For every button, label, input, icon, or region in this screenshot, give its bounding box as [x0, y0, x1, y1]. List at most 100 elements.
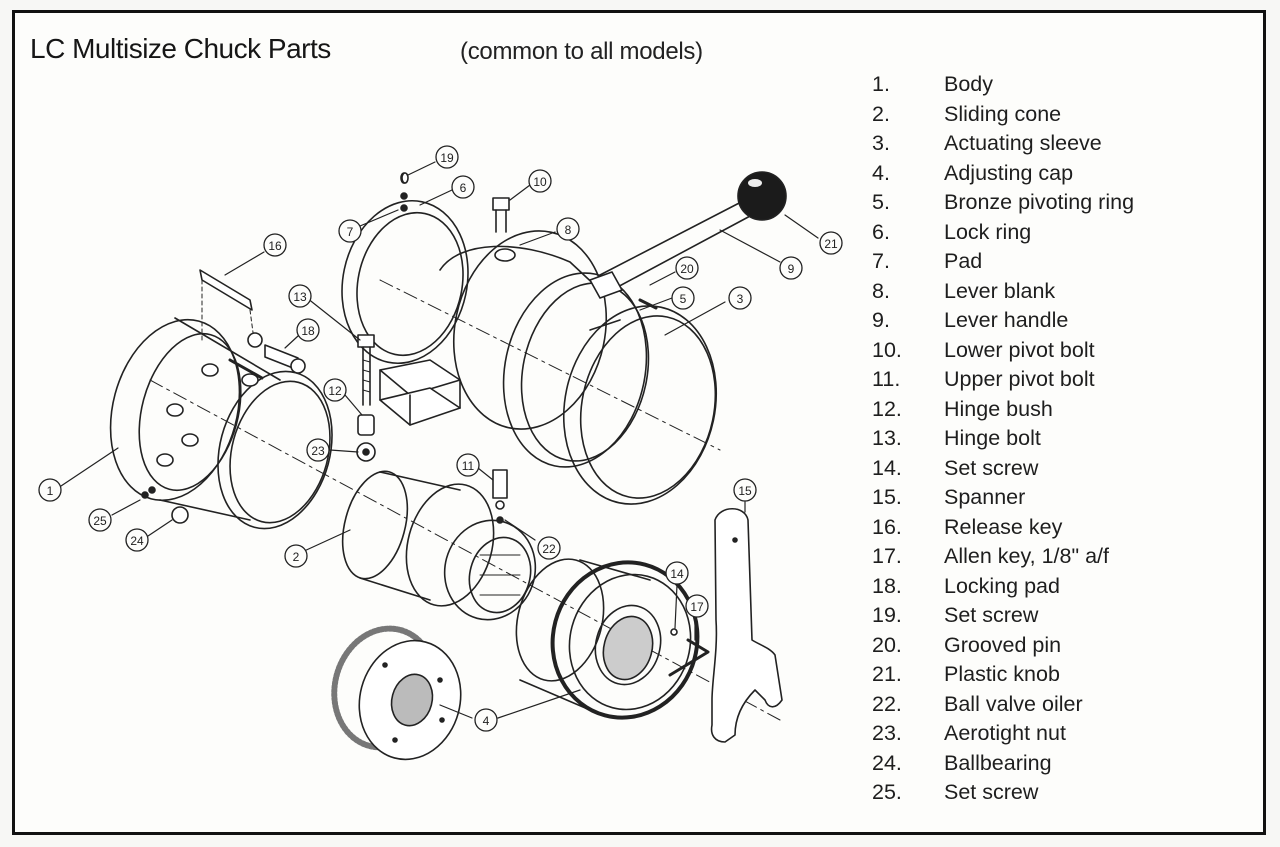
callout-25: 25 [88, 508, 112, 532]
part-number: 12. [872, 396, 902, 421]
part-hinge-bush [357, 414, 375, 436]
callout-label: 15 [738, 484, 752, 498]
parts-list-item: 15.Spanner [872, 483, 1134, 513]
part-locking-pad [247, 332, 306, 374]
part-number: 5. [872, 190, 890, 215]
callout-13: 13 [288, 284, 312, 308]
callout-16: 16 [263, 233, 287, 257]
callout-17: 17 [685, 594, 709, 618]
part-hinge-bolt [357, 334, 375, 406]
part-grooved-pin [638, 298, 658, 310]
part-number: 10. [872, 337, 902, 362]
parts-list-item: 9.Lever handle [872, 306, 1134, 336]
callout-circle [819, 231, 843, 255]
part-number: 22. [872, 691, 902, 716]
callout-circle [733, 478, 757, 502]
callout-19: 19 [435, 145, 459, 169]
callout-label: 19 [440, 151, 454, 165]
part-number: 17. [872, 544, 902, 569]
callout-label: 20 [680, 262, 694, 276]
callout-label: 10 [533, 175, 547, 189]
part-number: 23. [872, 721, 902, 746]
callout-label: 17 [690, 600, 704, 614]
part-name: Spanner [944, 485, 1026, 510]
callout-label: 9 [788, 262, 795, 276]
callout-8: 8 [556, 217, 580, 241]
part-name: Upper pivot bolt [944, 367, 1095, 392]
part-name: Lower pivot bolt [944, 337, 1095, 362]
part-name: Release key [944, 514, 1063, 539]
parts-list-item: 8.Lever blank [872, 277, 1134, 307]
callout-14: 14 [665, 561, 689, 585]
part-number: 14. [872, 455, 902, 480]
callout-circle [451, 175, 475, 199]
parts-list-item: 7. Pad [872, 247, 1134, 277]
callout-label: 14 [670, 567, 684, 581]
part-spanner [710, 507, 783, 743]
callout-circle [456, 453, 480, 477]
parts-list-item: 25.Set screw [872, 778, 1134, 808]
part-number: 8. [872, 278, 890, 303]
part-name: Body [944, 72, 994, 97]
parts-list-item: 20.Grooved pin [872, 631, 1134, 661]
part-number: 9. [872, 308, 890, 333]
parts-list-item: 10. Lower pivot bolt [872, 336, 1134, 366]
parts-list-item: 14. Set screw [872, 454, 1134, 484]
part-ball-valve-oiler [496, 516, 504, 524]
part-ballbearing [171, 506, 189, 524]
part-name: Set screw [944, 780, 1039, 805]
part-name: Set screw [944, 455, 1039, 480]
part-number: 13. [872, 426, 902, 451]
callout-circle [288, 284, 312, 308]
callout-label: 4 [483, 714, 490, 728]
callout-22: 22 [537, 536, 561, 560]
part-lever-blank [379, 230, 608, 430]
callout-label: 3 [737, 292, 744, 306]
callout-circle [435, 145, 459, 169]
part-set-screw-25 [141, 486, 156, 499]
callout-6: 6 [451, 175, 475, 199]
parts-list-item: 23. Aerotight nut [872, 719, 1134, 749]
part-sliding-cone [341, 470, 537, 621]
callout-label: 2 [293, 550, 300, 564]
part-name: Adjusting cap [944, 160, 1074, 185]
part-name: Lock ring [944, 219, 1032, 244]
callout-2: 2 [284, 544, 308, 568]
callout-circle [671, 286, 695, 310]
part-release-key [199, 269, 255, 341]
callout-circle [38, 478, 62, 502]
callout-label: 16 [268, 239, 282, 253]
part-name: Pad [944, 249, 983, 274]
part-number: 16. [872, 514, 902, 539]
parts-list-item: 3. Actuating sleeve [872, 129, 1134, 159]
part-upper-pivot-bolt [492, 469, 508, 510]
parts-list-item: 16. Release key [872, 513, 1134, 543]
callout-circle [474, 708, 498, 732]
part-number: 2. [872, 101, 890, 126]
part-adjusting-cap-knurled [331, 625, 462, 761]
parts-list-item: 13.Hinge bolt [872, 424, 1134, 454]
part-number: 7. [872, 249, 890, 274]
callout-label: 11 [462, 459, 475, 473]
part-number: 20. [872, 632, 902, 657]
callout-circle [537, 536, 561, 560]
part-name: Aerotight nut [944, 721, 1066, 746]
part-actuating-sleeve [562, 305, 718, 505]
part-name: Set screw [944, 603, 1039, 628]
part-number: 3. [872, 131, 890, 156]
callout-label: 24 [130, 534, 144, 548]
part-name: Ball valve oiler [944, 691, 1083, 716]
callout-circle [296, 318, 320, 342]
parts-list-item: 24.Ballbearing [872, 749, 1134, 779]
callout-4: 4 [474, 708, 498, 732]
callout-label: 5 [680, 292, 687, 306]
part-name: Actuating sleeve [944, 131, 1102, 156]
leader-lines [57, 161, 819, 719]
part-name: Ballbearing [944, 750, 1052, 775]
callout-circle [323, 378, 347, 402]
part-name: Hinge bush [944, 396, 1053, 421]
callout-11: 11 [456, 453, 480, 477]
callout-circle [685, 594, 709, 618]
part-name: Sliding cone [944, 101, 1062, 126]
part-body [109, 317, 333, 530]
